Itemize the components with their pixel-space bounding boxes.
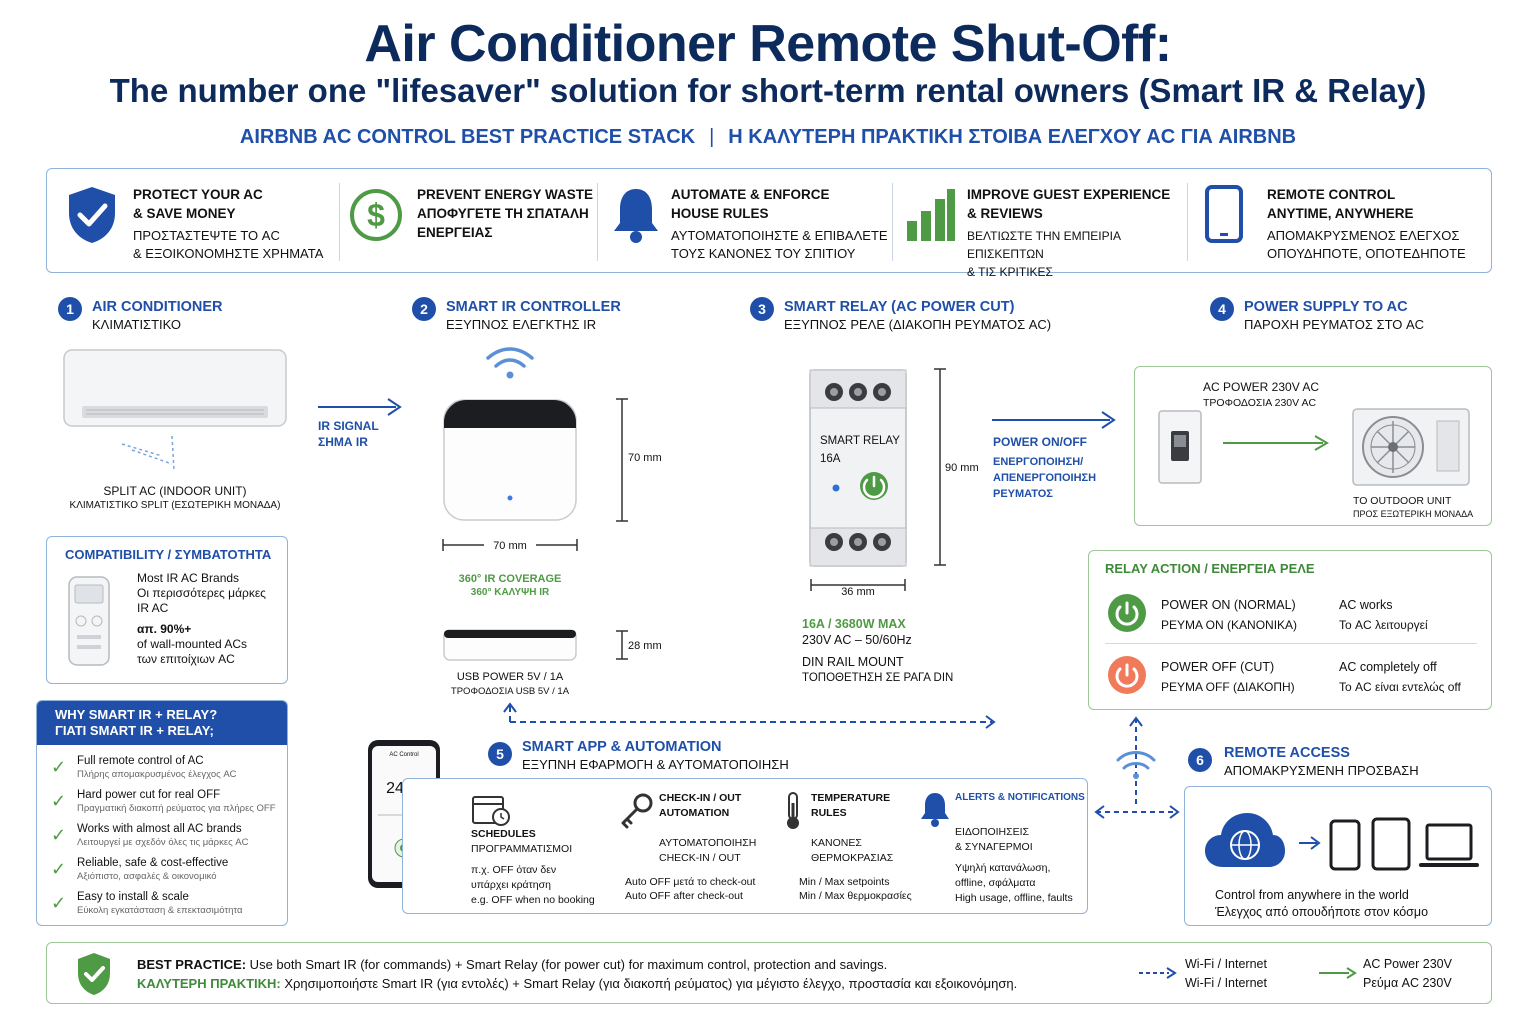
key-icon (621, 793, 653, 829)
thermometer-icon (787, 792, 799, 829)
smart-relay-device-icon (809, 369, 907, 567)
dimension-line (616, 630, 628, 660)
benefit-greek: ΠΡΟΣΤΑΣΤΕΨΤΕ ΤΟ AC& ΕΞΟΙΚΟΝΟΜΗΣΤΕ ΧΡΗΜΑΤ… (133, 228, 324, 261)
wifi-connector-line (503, 702, 996, 729)
dimension-label: 90 mm (945, 462, 979, 474)
check-icon: ✓ (51, 825, 67, 845)
dimension-label: 70 mm (484, 540, 536, 552)
bell-icon (614, 189, 658, 243)
automation-box: SCHEDULES ΠΡΟΓΡΑΜΜΑΤΙΣΜΟΙ π.χ. OFF όταν … (402, 778, 1088, 914)
power-legend-line (1319, 967, 1357, 979)
step-number: 2 (412, 297, 436, 321)
ir-signal-arrow (318, 398, 402, 416)
arrow-right-icon (1299, 836, 1321, 850)
dimension-line (616, 398, 628, 522)
dimension-line (810, 579, 906, 591)
benefit-title: PROTECT YOUR AC& SAVE MONEY (133, 187, 263, 221)
step-number: 6 (1188, 748, 1212, 772)
step1-heading: AIR CONDITIONER ΚΛΙΜΑΤΙΣΤΙΚΟ (92, 299, 223, 332)
wifi-icon (486, 347, 534, 379)
benefit-protect: PROTECT YOUR AC& SAVE MONEY ΠΡΟΣΤΑΣΤΕΨΤΕ… (47, 169, 337, 274)
power-flow-arrow (1223, 435, 1329, 451)
dollar-icon: $ (350, 189, 402, 241)
split-ac-unit-icon (63, 349, 287, 471)
ir-controller-side-view (443, 629, 577, 661)
compatibility-box: COMPATIBILITY / ΣΥΜΒΑΤΟΤΗΤΑ Most IR AC B… (46, 536, 288, 684)
power-arrow (992, 411, 1116, 429)
step-number: 1 (58, 297, 82, 321)
check-icon: ✓ (51, 859, 67, 879)
svg-text:$: $ (367, 197, 385, 233)
page-subtitle: The number one "lifesaver" solution for … (109, 72, 1427, 109)
power-off-icon (1108, 656, 1146, 694)
best-practice-footer: BEST PRACTICE: Use both Smart IR (for co… (46, 942, 1492, 1004)
ir-remote-icon (68, 576, 110, 666)
tagline-separator: | (709, 126, 715, 148)
step-number: 5 (488, 742, 512, 766)
dimension-label: 28 mm (628, 640, 662, 652)
bar-chart-icon (907, 189, 955, 241)
power-on-icon (1108, 594, 1146, 632)
shield-check-icon (69, 187, 115, 243)
step4-heading: POWER SUPPLY TO AC ΠΑΡΟΧΗ ΡΕΥΜΑΤΟΣ ΣΤΟ A… (1244, 299, 1425, 332)
why-box: WHY SMART IR + RELAY?ΓΙΑΤΙ SMART IR + RE… (36, 700, 288, 926)
wall-switch-icon (1158, 410, 1202, 484)
step2-heading: SMART IR CONTROLLER ΕΞΥΠΝΟΣ ΕΛΕΓΚΤΗΣ IR (446, 299, 621, 332)
page-title: Air Conditioner Remote Shut-Off: (364, 15, 1172, 73)
tagline-en: AIRBNB AC CONTROL BEST PRACTICE STACK (239, 126, 696, 148)
benefits-bar: PROTECT YOUR AC& SAVE MONEY ΠΡΟΣΤΑΣΤΕΨΤΕ… (46, 168, 1492, 279)
wifi-remote-connector (1094, 716, 1180, 819)
outdoor-unit-icon (1352, 408, 1470, 486)
step5-heading: SMART APP & AUTOMATION ΕΞΥΠΝΗ ΕΦΑΡΜΟΓΗ &… (522, 739, 789, 772)
phone-app-name: AC Control (389, 752, 419, 758)
power-onoff-label: POWER ON/OFF ΕΝΕΡΓΟΠΟΙΗΣΗ/ ΑΠΕΝΕΡΓΟΠΟΙΗΣ… (993, 435, 1097, 500)
smart-ir-controller-icon (443, 399, 577, 521)
check-icon: ✓ (51, 893, 67, 913)
calendar-icon (472, 796, 510, 826)
alert-bell-icon (921, 793, 949, 827)
check-icon: ✓ (51, 791, 67, 811)
dimension-label: 70 mm (628, 452, 662, 464)
dimension-line (934, 368, 946, 566)
tagline: AIRBNB AC CONTROL BEST PRACTICE STACK | Η … (0, 126, 1536, 149)
relay-specs: 16A / 3680W MAX 230V AC – 50/60Hz DIN RA… (802, 617, 954, 684)
benefit-guest: IMPROVE GUEST EXPERIENCE& REVIEWS ΒΕΛΤΙΩ… (887, 169, 1187, 279)
check-icon: ✓ (51, 757, 67, 777)
step-number: 3 (750, 297, 774, 321)
cloud-globe-icon (1205, 813, 1285, 867)
tablet-icon (1205, 185, 1243, 243)
step6-heading: REMOTE ACCESS ΑΠΟΜΑΚΡΥΣΜΕΝΗ ΠΡΟΣΒΑΣΗ (1224, 745, 1419, 778)
wifi-legend-line (1139, 967, 1177, 979)
devices-icon (1329, 817, 1479, 871)
dimension-label: 36 mm (836, 586, 880, 598)
tagline-gr: Η ΚΑΛΥΤΕΡΗ ΠΡΑΚΤΙΚΗ ΣΤΟΙΒΑ ΕΛΕΓΧΟΥ ΑC ΓΙ… (728, 126, 1297, 148)
step1-caption: SPLIT AC (INDOOR UNIT) ΚΛΙΜΑΤΙΣΤΙΚΟ SPLI… (69, 484, 281, 511)
shield-check-icon (78, 953, 110, 995)
step-number: 4 (1210, 297, 1234, 321)
step3-heading: SMART RELAY (AC POWER CUT) ΕΞΥΠΝΟΣ ΡΕΛΕ … (784, 299, 1052, 332)
relay-action-box: RELAY ACTION / ΕΝΕΡΓΕΙΑ ΡΕΛΕ POWER ON (N… (1088, 550, 1492, 710)
